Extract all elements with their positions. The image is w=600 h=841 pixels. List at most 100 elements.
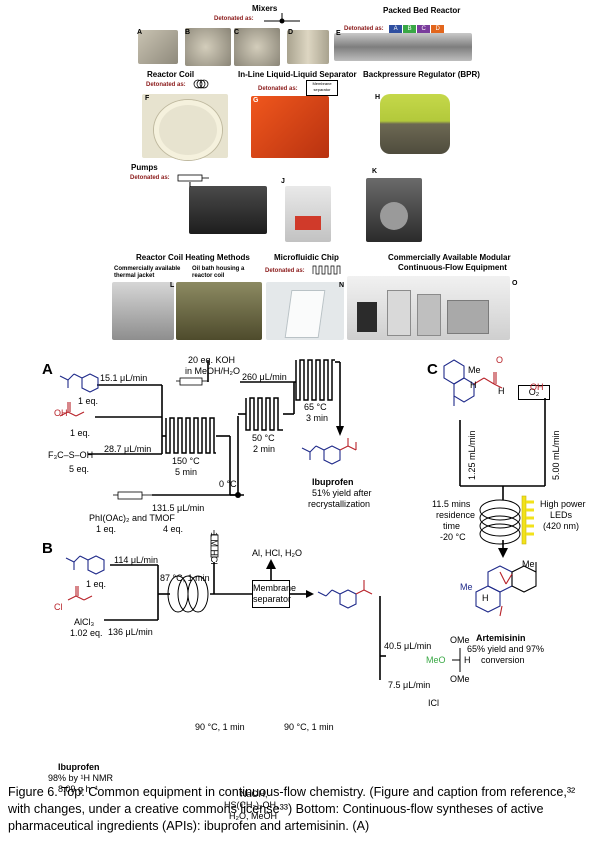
- heating-title: Reactor Coil Heating Methods: [136, 253, 250, 262]
- chip-b: B: [403, 25, 417, 34]
- chip-a: A: [389, 25, 403, 34]
- b-flow1: 114 μL/min: [114, 555, 159, 565]
- artemisinin-structure: [475, 562, 537, 617]
- isobutylbenzene-b-structure: [65, 555, 105, 575]
- c-yield-line2: conversion: [481, 655, 525, 665]
- b-product: Ibuprofen: [58, 762, 100, 772]
- b-ome-top: OMe: [450, 635, 470, 645]
- a-yield-line2: recrystallization: [308, 499, 371, 509]
- c-me-art-left: Me: [460, 582, 473, 592]
- b-base-line3: H₂O, MeOH: [229, 811, 277, 821]
- oil-bath-photo: [176, 282, 262, 340]
- packed-bed-denoted: Detonated as:: [344, 26, 384, 32]
- phi-syringe-icon: [113, 491, 152, 500]
- isobutylbenzene-structure: [59, 373, 99, 393]
- b-flow3: 40.5 μL/min: [384, 641, 432, 651]
- ibuprofen-a-structure: [301, 438, 357, 465]
- c-oh: OH: [530, 382, 544, 392]
- a-coil3-time: 3 min: [306, 413, 329, 423]
- photo-letter-h: H: [375, 94, 381, 101]
- c-me-art: Me: [522, 559, 535, 569]
- coil-150: [165, 417, 216, 454]
- b-hcl: 1 M HCl: [209, 532, 219, 565]
- chip-symbol-icon: [312, 265, 341, 275]
- thermal-jacket-photo: [112, 282, 174, 340]
- chip-denoted: Detonated as:: [265, 268, 305, 274]
- a-coil2-temp: 50 °C: [252, 433, 275, 443]
- chip-c: C: [417, 25, 431, 34]
- coil-50: [245, 397, 283, 431]
- scheme-b-lines: [104, 562, 386, 680]
- modular-title-2: Continuous-Flow Equipment: [398, 263, 507, 272]
- photo-letter-k: K: [372, 168, 378, 175]
- separator-symbol: Membrane separator: [306, 80, 338, 96]
- b-coil2-cond: 90 °C, 1 min: [284, 722, 334, 732]
- a-zero-degree: 0 °C: [219, 479, 237, 489]
- modular-equipment-photo: [347, 276, 510, 340]
- a-coil3-temp: 65 °C: [304, 402, 327, 412]
- reactor-coil-title: Reactor Coil: [147, 70, 195, 79]
- photo-letter-i: I: [189, 182, 191, 189]
- photo-letter-l: L: [170, 282, 175, 289]
- reactor-coil-denoted: Detonated as:: [146, 82, 186, 88]
- b-base-line2: HS(CH₂)₂OH,: [224, 800, 279, 810]
- microfluidic-chip-photo: [266, 282, 344, 340]
- mixer-photo-b: [185, 28, 231, 66]
- c-residence-line4: -20 °C: [440, 532, 466, 542]
- scheme-b-letter: B: [42, 540, 53, 557]
- a-flow3: 260 μL/min: [242, 372, 287, 382]
- coil-65: [295, 359, 335, 401]
- b-flow2: 136 μL/min: [108, 627, 153, 637]
- modular-title-1: Commercially Available Modular: [388, 253, 511, 262]
- a-tfsa-formula: F₃C–S–OH: [48, 450, 94, 460]
- separator-title: In-Line Liquid-Liquid Separator: [238, 70, 357, 79]
- photo-letter-o: O: [512, 280, 518, 287]
- a-flow1: 15.1 μL/min: [100, 373, 148, 383]
- reactor-coil-photo: [142, 94, 228, 160]
- oil-bath-label: Oil bath housing a reactor coil: [192, 266, 245, 279]
- hcl-syringe-icon: [210, 530, 219, 558]
- b-alcl3: AlCl₃: [74, 617, 95, 627]
- coil-symbol-icon: [193, 79, 209, 89]
- b-icl: ICl: [428, 698, 439, 708]
- hplc-pump-photo: [285, 186, 331, 242]
- figure-caption: Figure 6. Top: Common equipment in conti…: [8, 785, 576, 833]
- photo-letter-c: C: [234, 29, 240, 36]
- a-coil1-time: 5 min: [175, 467, 198, 477]
- b-coil3-cond: 90 °C, 1 min: [195, 722, 245, 732]
- photo-letter-d: D: [288, 29, 294, 36]
- c-o-acid: O: [496, 355, 504, 365]
- a-flow2: 28.7 μL/min: [104, 444, 152, 454]
- a-coil1-temp: 150 °C: [172, 456, 200, 466]
- c-yield-line1: 65% yield and 97%: [467, 644, 545, 654]
- c-led-line2: LEDs: [550, 510, 573, 520]
- a-yield-line1: 51% yield after: [312, 488, 372, 498]
- b-meo: MeO: [426, 655, 446, 665]
- b-base-line1: NaOH,: [240, 789, 268, 799]
- photo-letter-f: F: [145, 95, 150, 102]
- scheme-a-letter: A: [42, 361, 53, 378]
- packed-bed-photo: [334, 33, 472, 61]
- scheme-c-letter: C: [427, 361, 438, 378]
- mixers-title: Mixers: [252, 4, 278, 13]
- a-reagent1-eq: 1 eq.: [78, 396, 99, 406]
- a-flow4: 131.5 μL/min: [152, 503, 205, 513]
- ketone-structure: [317, 580, 373, 609]
- thermal-jacket-label: Commercially available thermal jacket: [114, 266, 181, 279]
- photoreactor-coil: [479, 499, 521, 545]
- photo-letter-e: E: [336, 30, 341, 37]
- b-yield-line1: 98% by ¹H NMR: [48, 773, 114, 783]
- b-reagent1-eq: 1 eq.: [86, 579, 107, 589]
- c-residence-line2: residence: [436, 510, 476, 520]
- photo-letter-a: A: [137, 29, 143, 36]
- photo-letter-b: B: [185, 29, 191, 36]
- c-h-top: H: [470, 380, 477, 390]
- mixer-photo-c: [234, 28, 280, 66]
- mixers-denoted: Detonated as:: [214, 16, 254, 22]
- pumps-denoted: Detonated as:: [130, 175, 170, 181]
- mixer-photo-d: [287, 30, 329, 64]
- b-acyl-cl: Cl: [54, 602, 63, 612]
- packed-bed-title: Packed Bed Reactor: [383, 6, 461, 15]
- c-product: Artemisinin: [476, 633, 526, 643]
- a-reagent2-eq: 1 eq.: [70, 428, 91, 438]
